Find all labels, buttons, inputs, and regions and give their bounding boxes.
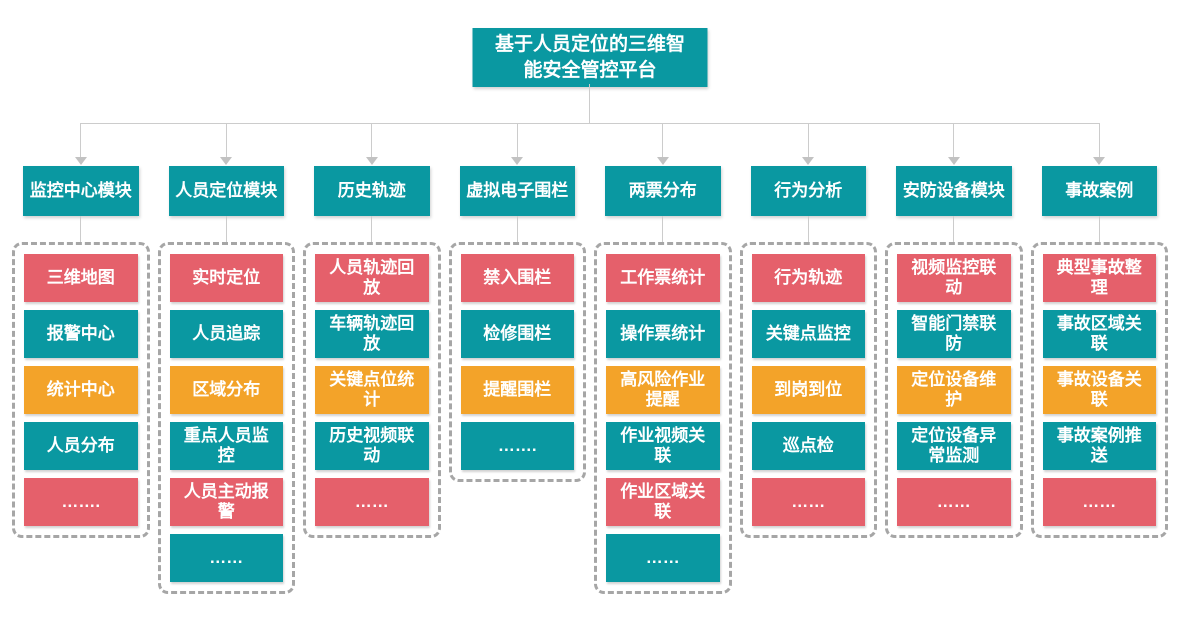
- feature-item: 关键点位统计: [315, 366, 429, 414]
- module-column: 监控中心模块 三维地图 报警中心 统计中心 人员分布 …….: [12, 123, 150, 594]
- connector-stub: [516, 216, 518, 242]
- feature-item: 高风险作业提醒: [606, 366, 720, 414]
- module-column: 历史轨迹 人员轨迹回放 车辆轨迹回放 关键点位统计 历史视频联动 ……: [303, 123, 441, 594]
- feature-item: 禁入围栏: [460, 254, 574, 302]
- feature-item: 检修围栏: [460, 310, 574, 358]
- module-header: 事故案例: [1041, 166, 1157, 216]
- connector-stub: [662, 216, 664, 242]
- feature-item: ……: [897, 478, 1011, 526]
- arrow-down-icon: [947, 157, 960, 165]
- connector-stub: [225, 216, 227, 242]
- connector-stem: [589, 84, 590, 123]
- feature-item: 统计中心: [24, 366, 138, 414]
- feature-item: 实时定位: [169, 254, 283, 302]
- feature-item: 事故设备关联: [1042, 366, 1156, 414]
- feature-item: 作业视频关联: [606, 422, 720, 470]
- arrow-down-icon: [656, 157, 669, 165]
- module-header: 人员定位模块: [168, 166, 284, 216]
- feature-item: 智能门禁联防: [897, 310, 1011, 358]
- arrow-down-icon: [511, 157, 524, 165]
- feature-item: 行为轨迹: [751, 254, 865, 302]
- feature-item: ……: [606, 534, 720, 582]
- module-header: 虚拟电子围栏: [459, 166, 575, 216]
- feature-item: 定位设备维护: [897, 366, 1011, 414]
- module-header: 历史轨迹: [314, 166, 430, 216]
- module-items-group: 行为轨迹 关键点监控 到岗到位 巡点检 ……: [739, 242, 877, 538]
- feature-item: 历史视频联动: [315, 422, 429, 470]
- feature-item: …….: [460, 422, 574, 470]
- feature-item: 关键点监控: [751, 310, 865, 358]
- module-column: 安防设备模块 视频监控联动 智能门禁联防 定位设备维护 定位设备异常监测 ……: [885, 123, 1023, 594]
- arrow-down-icon: [220, 157, 233, 165]
- feature-item: …….: [24, 478, 138, 526]
- feature-item: 人员轨迹回放: [315, 254, 429, 302]
- feature-item: ……: [315, 478, 429, 526]
- module-items-group: 三维地图 报警中心 统计中心 人员分布 …….: [12, 242, 150, 538]
- feature-item: 人员主动报警: [169, 478, 283, 526]
- feature-item: ……: [169, 534, 283, 582]
- connector-stub: [80, 216, 82, 242]
- feature-item: ……: [751, 478, 865, 526]
- module-header: 安防设备模块: [896, 166, 1012, 216]
- feature-item: 重点人员监控: [169, 422, 283, 470]
- feature-item: 提醒围栏: [460, 366, 574, 414]
- arrow-down-icon: [74, 157, 87, 165]
- feature-item: 视频监控联动: [897, 254, 1011, 302]
- module-column: 事故案例 典型事故整理 事故区域关联 事故设备关联 事故案例推送 ……: [1030, 123, 1168, 594]
- feature-item: 定位设备异常监测: [897, 422, 1011, 470]
- module-header: 监控中心模块: [23, 166, 139, 216]
- module-column: 虚拟电子围栏 禁入围栏 检修围栏 提醒围栏 …….: [448, 123, 586, 594]
- feature-item: 报警中心: [24, 310, 138, 358]
- connector-stub: [807, 216, 809, 242]
- feature-item: 工作票统计: [606, 254, 720, 302]
- module-items-group: 视频监控联动 智能门禁联防 定位设备维护 定位设备异常监测 ……: [885, 242, 1023, 538]
- feature-item: 巡点检: [751, 422, 865, 470]
- connector-stub: [371, 216, 373, 242]
- feature-item: ……: [1042, 478, 1156, 526]
- module-items-group: 人员轨迹回放 车辆轨迹回放 关键点位统计 历史视频联动 ……: [303, 242, 441, 538]
- module-column: 两票分布 工作票统计 操作票统计 高风险作业提醒 作业视频关联 作业区域关联 ……: [594, 123, 732, 594]
- module-header: 行为分析: [750, 166, 866, 216]
- arrow-down-icon: [365, 157, 378, 165]
- module-column: 行为分析 行为轨迹 关键点监控 到岗到位 巡点检 ……: [739, 123, 877, 594]
- connector-stub: [953, 216, 955, 242]
- connector-bus: [81, 123, 1099, 124]
- arrow-down-icon: [1093, 157, 1106, 165]
- arrow-down-icon: [802, 157, 815, 165]
- module-columns: 监控中心模块 三维地图 报警中心 统计中心 人员分布 ……. 人员定位模块 实时…: [12, 123, 1168, 594]
- module-items-group: 禁入围栏 检修围栏 提醒围栏 …….: [448, 242, 586, 482]
- feature-item: 车辆轨迹回放: [315, 310, 429, 358]
- feature-item: 三维地图: [24, 254, 138, 302]
- root-node: 基于人员定位的三维智能安全管控平台: [472, 28, 708, 88]
- module-items-group: 工作票统计 操作票统计 高风险作业提醒 作业视频关联 作业区域关联 ……: [594, 242, 732, 594]
- feature-item: 到岗到位: [751, 366, 865, 414]
- feature-item: 操作票统计: [606, 310, 720, 358]
- feature-item: 作业区域关联: [606, 478, 720, 526]
- module-header: 两票分布: [605, 166, 721, 216]
- module-items-group: 典型事故整理 事故区域关联 事故设备关联 事故案例推送 ……: [1030, 242, 1168, 538]
- feature-item: 事故案例推送: [1042, 422, 1156, 470]
- module-column: 人员定位模块 实时定位 人员追踪 区域分布 重点人员监控 人员主动报警 ……: [157, 123, 295, 594]
- module-items-group: 实时定位 人员追踪 区域分布 重点人员监控 人员主动报警 ……: [157, 242, 295, 594]
- feature-item: 人员追踪: [169, 310, 283, 358]
- feature-item: 典型事故整理: [1042, 254, 1156, 302]
- feature-item: 人员分布: [24, 422, 138, 470]
- feature-item: 区域分布: [169, 366, 283, 414]
- connector-stub: [1098, 216, 1100, 242]
- feature-item: 事故区域关联: [1042, 310, 1156, 358]
